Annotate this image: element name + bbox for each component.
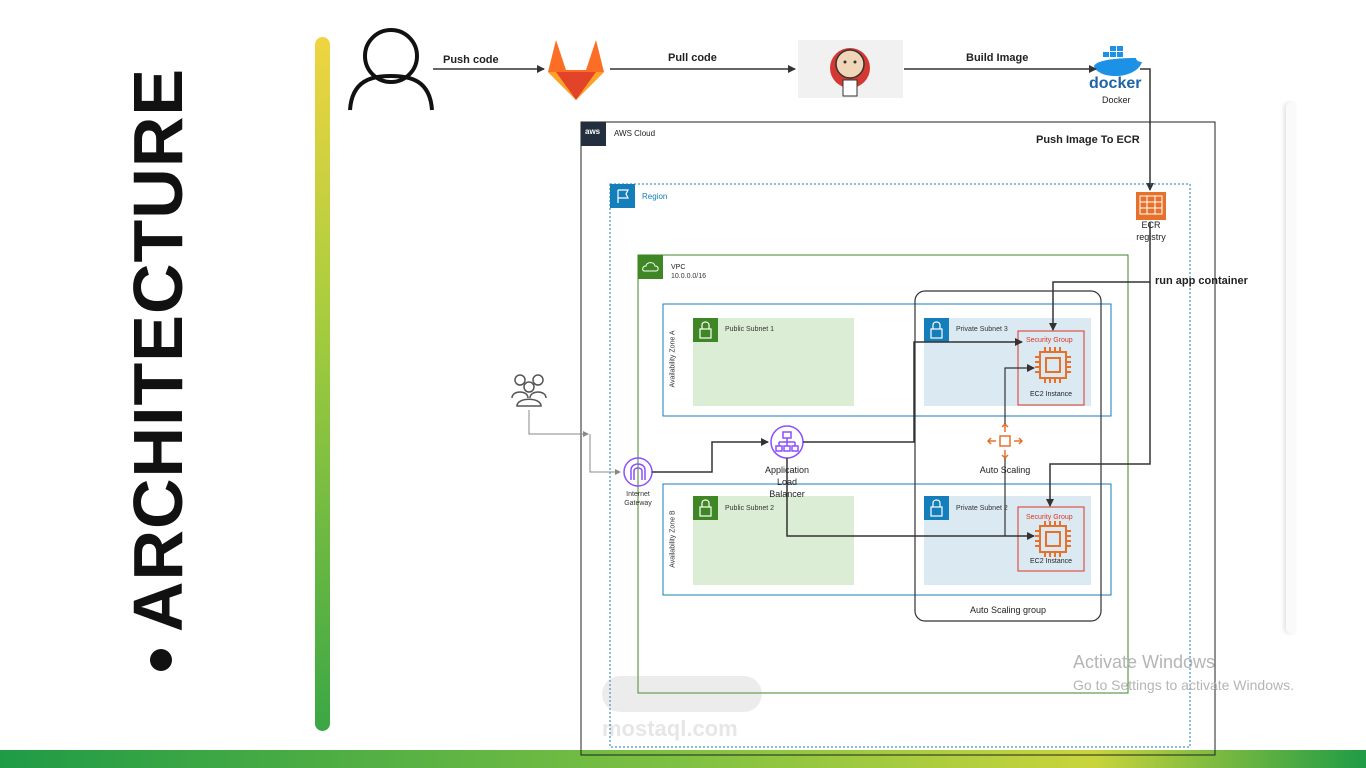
run-container-edge-1 (1049, 222, 1151, 331)
private-subnet-3 (924, 318, 1091, 406)
vpc-cidr: 10.0.0.0/16 (671, 273, 707, 280)
az-b-box (662, 483, 1112, 596)
public-subnet-1-label: Public Subnet 1 (725, 326, 775, 333)
user-icon (348, 28, 434, 111)
alb-label-3: Balancer (769, 489, 805, 499)
activate-windows-title: Activate Windows (1073, 652, 1216, 672)
push-code-label: Push code (443, 54, 499, 66)
run-app-container-label: run app container (1155, 275, 1248, 287)
ecr-label-2: registry (1136, 232, 1166, 242)
ec2-icon-2 (1035, 521, 1071, 557)
security-group-2-label: Security Group (1026, 514, 1073, 521)
region-box (609, 183, 1191, 748)
gitlab-icon (548, 40, 604, 100)
ec2-icon-1 (1035, 347, 1071, 383)
az-b-label: Availability Zone B (669, 510, 677, 568)
aws-cloud-label: AWS Cloud (614, 129, 656, 138)
igw-alb-edge (652, 438, 769, 473)
jenkins-icon (798, 40, 903, 98)
alb-ec2-2-edge (786, 458, 1035, 540)
alb-label-1: Application (764, 465, 810, 475)
ecr-icon (1136, 192, 1166, 220)
auto-scaling-group-box (914, 290, 1102, 622)
docker-icon (1094, 46, 1142, 77)
alb-label-2: Load (776, 477, 798, 487)
vpc-box (637, 254, 1129, 694)
security-group-2 (1017, 506, 1085, 572)
region-flag-icon (610, 184, 635, 208)
run-container-edge-2 (1046, 282, 1151, 507)
region-label: Region (642, 192, 668, 201)
bullet-icon (150, 649, 172, 671)
az-a-box (662, 303, 1112, 417)
pull-code-label: Pull code (668, 52, 717, 64)
private-subnet-2-label: Private Subnet 2 (956, 505, 1008, 512)
users-icon (511, 374, 547, 407)
alb-ec2-1-edge (803, 338, 1023, 443)
push-ecr-label: Push Image To ECR (1036, 134, 1140, 146)
docker-label: Docker (1102, 95, 1131, 105)
aws-cloud-box (580, 121, 1216, 756)
mostaql-brand-text: mostaql.com (602, 716, 738, 741)
build-image-label: Build Image (966, 52, 1029, 64)
push-ecr-edge (1140, 68, 1154, 191)
igw-label-1: Internet (626, 491, 650, 498)
aws-logo-text: aws (585, 127, 601, 136)
ec2-1-label: EC2 Instance (1030, 391, 1073, 398)
docker-logo-text: docker (1089, 75, 1142, 92)
az-a-label: Availability Zone A (669, 330, 677, 388)
load-balancer-icon (770, 425, 804, 459)
auto-scaling-group-label: Auto Scaling group (969, 605, 1047, 615)
ecr-label-1: ECR (1141, 220, 1161, 230)
public-subnet-2-label: Public Subnet 2 (725, 505, 775, 512)
auto-scaling-label: Auto Scaling (979, 465, 1031, 475)
autoscale-ec2-1-edge (1004, 364, 1035, 424)
private-subnet-2 (924, 496, 1091, 585)
users-edge-1 (528, 410, 589, 437)
side-panel-edge (1286, 103, 1296, 633)
mostaql-watermark-logo: mostaql.com (602, 676, 762, 742)
ec2-2-label: EC2 Instance (1030, 558, 1073, 565)
vpc-icon (638, 255, 663, 279)
auto-scaling-icon (986, 422, 1024, 460)
private-subnet-3-label: Private Subnet 3 (956, 326, 1008, 333)
accent-bar-vertical (315, 37, 330, 731)
public-subnet-2 (693, 496, 854, 585)
aws-logo-icon (581, 122, 606, 146)
activate-windows-subtitle: Go to Settings to activate Windows. (1073, 677, 1294, 693)
vpc-label: VPC (671, 264, 686, 271)
security-group-1-label: Security Group (1026, 337, 1073, 344)
igw-label-2: Gateway (624, 500, 652, 507)
users-edge-2 (589, 434, 621, 475)
public-subnet-1 (693, 318, 854, 406)
